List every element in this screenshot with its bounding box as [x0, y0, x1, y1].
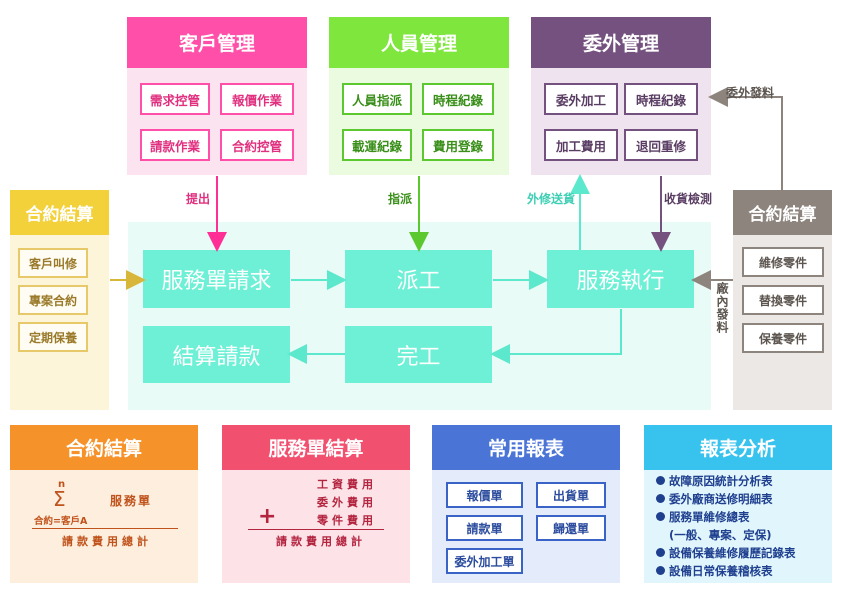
schedule-record-button[interactable]: 時程紀錄 [422, 83, 494, 115]
project-contract-button[interactable]: 專案合約 [18, 285, 88, 315]
return-report-button[interactable]: 歸還單 [536, 515, 606, 541]
complete-box[interactable]: 完工 [345, 326, 492, 383]
periodic-maintenance-button[interactable]: 定期保養 [18, 322, 88, 352]
shipping-report-button[interactable]: 出貨單 [536, 482, 606, 508]
service-total-label: 請款費用總計 [276, 535, 366, 548]
report-item[interactable]: 委外廠商送修明細表 [656, 490, 830, 508]
execute-to-complete-arrow [490, 309, 622, 364]
outsource-repair-label: 外修送貨 [527, 192, 576, 206]
left-contract-panel: 合約結算 客戶叫修 專案合約 定期保養 [10, 190, 109, 410]
report-item-label: (一般、專案、定保) [669, 528, 772, 542]
report-item-label: 設備保養維修履歷記錄表 [669, 546, 796, 560]
report-analysis-title: 報表分析 [644, 425, 832, 470]
common-reports-title: 常用報表 [432, 425, 620, 470]
report-item[interactable]: 服務單維修總表 [656, 508, 830, 526]
outsource-material-arrow [708, 87, 783, 190]
report-item-label: 服務單維修總表 [669, 510, 750, 524]
outsource-order-button[interactable]: 委外加工單 [446, 548, 523, 574]
service-request-box[interactable]: 服務單請求 [143, 250, 290, 308]
staff-assign-button[interactable]: 人員指派 [342, 83, 412, 115]
customer-management-title: 客戶管理 [127, 17, 307, 68]
demand-control-button[interactable]: 需求控管 [140, 83, 210, 115]
report-item-label: 設備日常保養稽核表 [669, 564, 773, 578]
service-formula-line [248, 529, 384, 530]
contract-total-label: 請款費用總計 [62, 535, 152, 548]
report-analysis-list: 故障原因統計分析表 委外廠商送修明細表 服務單維修總表 (一般、專案、定保) 設… [656, 472, 830, 580]
outsource-processing-button[interactable]: 委外加工 [544, 83, 618, 115]
bullet-icon [656, 566, 665, 575]
transport-record-button[interactable]: 載運紀錄 [342, 129, 412, 161]
report-item[interactable]: 設備保養維修履歷記錄表 [656, 544, 830, 562]
left-contract-title: 合約結算 [10, 190, 109, 235]
repair-parts-button[interactable]: 維修零件 [742, 247, 824, 277]
bottom-contract-panel: 合約結算 n Σ 合約=客戶A 服務單 請款費用總計 [10, 425, 198, 583]
bullet-icon [656, 548, 665, 557]
report-item-label: 委外廠商送修明細表 [669, 492, 773, 506]
outsource-cost-label: 委外費用 [317, 496, 377, 509]
bottom-service-panel: 服務單結算 工資費用 委外費用 零件費用 + 請款費用總計 [222, 425, 410, 583]
service-execute-box[interactable]: 服務執行 [547, 250, 694, 308]
sigma-top: n [58, 479, 66, 490]
report-item[interactable]: 設備日常保養稽核表 [656, 562, 830, 580]
wage-cost-label: 工資費用 [317, 478, 377, 491]
sigma-subscript: 合約=客戶A [34, 516, 88, 527]
right-contract-title: 合約結算 [733, 190, 832, 235]
invoice-report-button[interactable]: 請款單 [446, 515, 523, 541]
right-contract-panel: 合約結算 維修零件 替換零件 保養零件 [733, 190, 832, 410]
report-item[interactable]: 故障原因統計分析表 [656, 472, 830, 490]
processing-cost-button[interactable]: 加工費用 [544, 129, 618, 161]
personnel-management-panel: 人員管理 人員指派 時程紀錄 載運紀錄 費用登錄 [329, 17, 509, 175]
quotation-report-button[interactable]: 報價單 [446, 482, 523, 508]
outsource-schedule-button[interactable]: 時程紀錄 [624, 83, 698, 115]
submit-label: 提出 [186, 192, 211, 206]
personnel-management-title: 人員管理 [329, 17, 509, 68]
report-item-label: 故障原因統計分析表 [669, 474, 773, 488]
bottom-contract-title: 合約結算 [10, 425, 198, 470]
outsource-management-title: 委外管理 [531, 17, 711, 68]
replacement-parts-button[interactable]: 替換零件 [742, 285, 824, 315]
parts-cost-label: 零件費用 [317, 514, 377, 527]
dispatch-label: 指派 [388, 192, 413, 206]
dispatch-box[interactable]: 派工 [345, 250, 492, 308]
receive-inspect-label: 收貨檢測 [664, 192, 713, 206]
quotation-button[interactable]: 報價作業 [220, 83, 294, 115]
common-reports-panel: 常用報表 報價單 出貨單 請款單 歸還單 委外加工單 [432, 425, 620, 583]
invoice-request-button[interactable]: 請款作業 [140, 129, 210, 161]
bullet-icon [656, 512, 665, 521]
bullet-icon [656, 494, 665, 503]
contract-control-button[interactable]: 合約控管 [220, 129, 294, 161]
service-order-label: 服務單 [110, 494, 153, 508]
bottom-service-title: 服務單結算 [222, 425, 410, 470]
factory-material-label: 廠內發料 [715, 282, 729, 334]
customer-repair-call-button[interactable]: 客戶叫修 [18, 248, 88, 278]
report-analysis-panel: 報表分析 故障原因統計分析表 委外廠商送修明細表 服務單維修總表 (一般、專案、… [644, 425, 832, 583]
bullet-icon [656, 476, 665, 485]
customer-management-panel: 客戶管理 需求控管 報價作業 請款作業 合約控管 [127, 17, 307, 175]
expense-entry-button[interactable]: 費用登錄 [422, 129, 494, 161]
report-item-note: (一般、專案、定保) [656, 526, 830, 544]
outsource-material-label: 委外發料 [726, 86, 775, 100]
contract-formula-line [32, 528, 178, 529]
settle-invoice-box[interactable]: 結算請款 [143, 326, 290, 383]
maintenance-parts-button[interactable]: 保養零件 [742, 323, 824, 353]
plus-symbol: + [258, 504, 277, 529]
sigma-symbol: Σ [53, 487, 66, 511]
return-repair-button[interactable]: 退回重修 [624, 129, 698, 161]
outsource-management-panel: 委外管理 委外加工 時程紀錄 加工費用 退回重修 [531, 17, 711, 175]
